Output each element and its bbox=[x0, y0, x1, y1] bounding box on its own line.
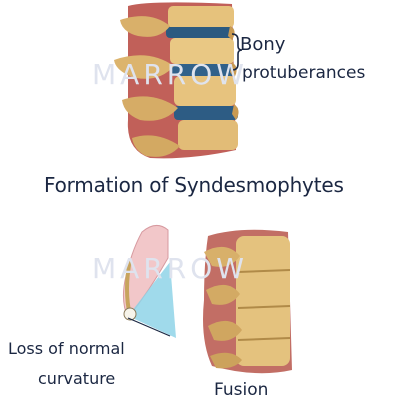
top-disc-3 bbox=[174, 106, 238, 120]
curvature-label-line2: curvature bbox=[38, 369, 115, 389]
curvature-label-line1: Loss of normal bbox=[8, 339, 125, 359]
annotation-label-line1: Bony bbox=[240, 34, 285, 56]
top-disc-1 bbox=[166, 27, 234, 38]
top-vertebra-4 bbox=[178, 120, 238, 150]
annotation-label-line2: protuberances bbox=[242, 62, 365, 84]
watermark-bottom: MARROW bbox=[92, 252, 248, 285]
watermark-top: MARROW bbox=[92, 58, 248, 91]
top-vertebra-1 bbox=[168, 6, 234, 28]
top-caption: Formation of Syndesmophytes bbox=[44, 172, 344, 198]
fusion-caption: Fusion bbox=[214, 379, 268, 401]
pivot-joint bbox=[124, 308, 136, 320]
